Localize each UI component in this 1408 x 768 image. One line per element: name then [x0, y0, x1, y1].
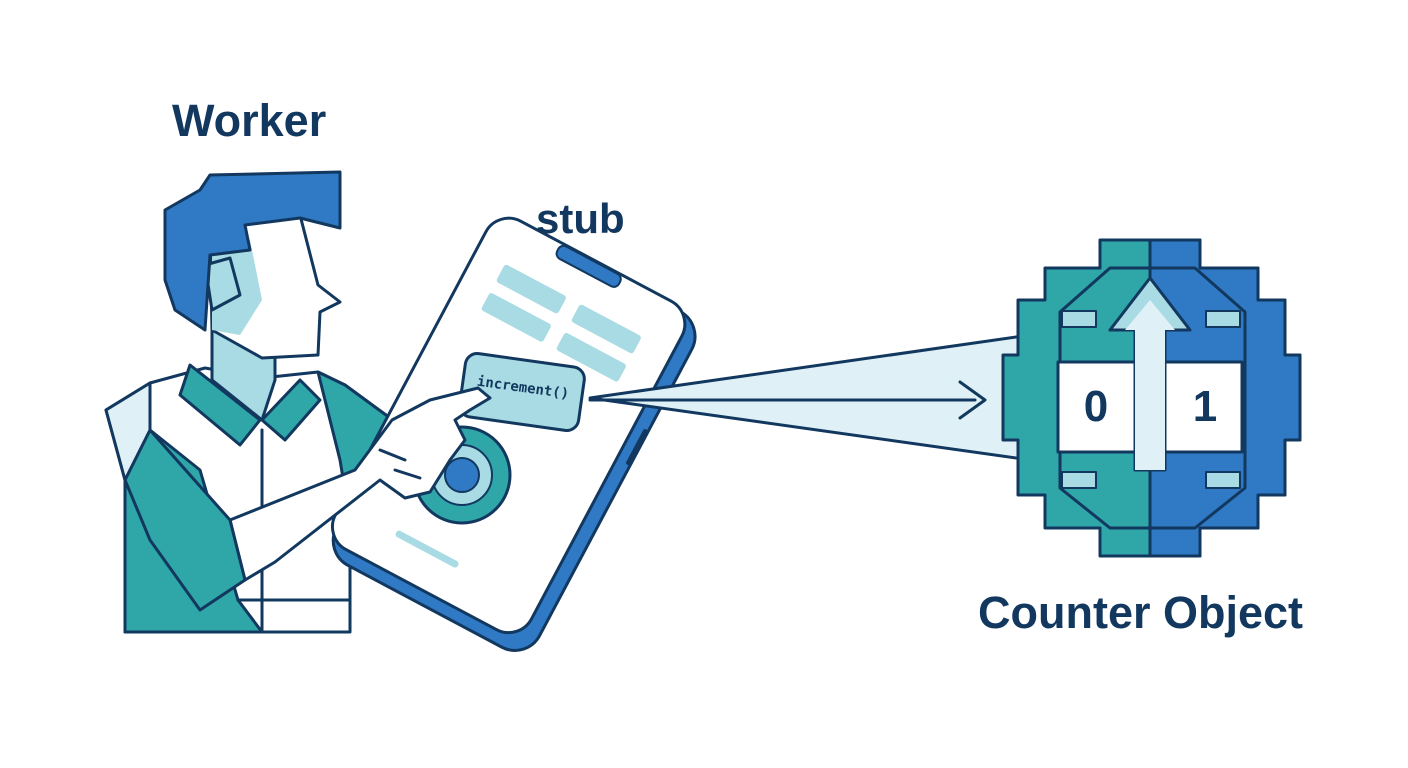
worker-tap-hand — [123, 386, 492, 612]
counter-object-label: Counter Object — [978, 587, 1304, 638]
counter-old-tile — [1056, 360, 1150, 454]
worker-hair — [163, 170, 342, 332]
octagon-counter-icon — [1001, 238, 1302, 558]
method-call-button[interactable] — [458, 352, 586, 432]
up-arrow-icon — [1108, 276, 1192, 472]
counter-new-tile — [1150, 360, 1244, 454]
worker-ear — [203, 256, 242, 312]
smartphone-icon — [330, 216, 697, 652]
stub-label: stub — [536, 195, 625, 242]
worker-label: Worker — [172, 95, 327, 146]
worker-collar — [178, 363, 322, 447]
counter-new-value: 1 — [1192, 382, 1218, 431]
counter-old-value: 0 — [1083, 382, 1109, 431]
